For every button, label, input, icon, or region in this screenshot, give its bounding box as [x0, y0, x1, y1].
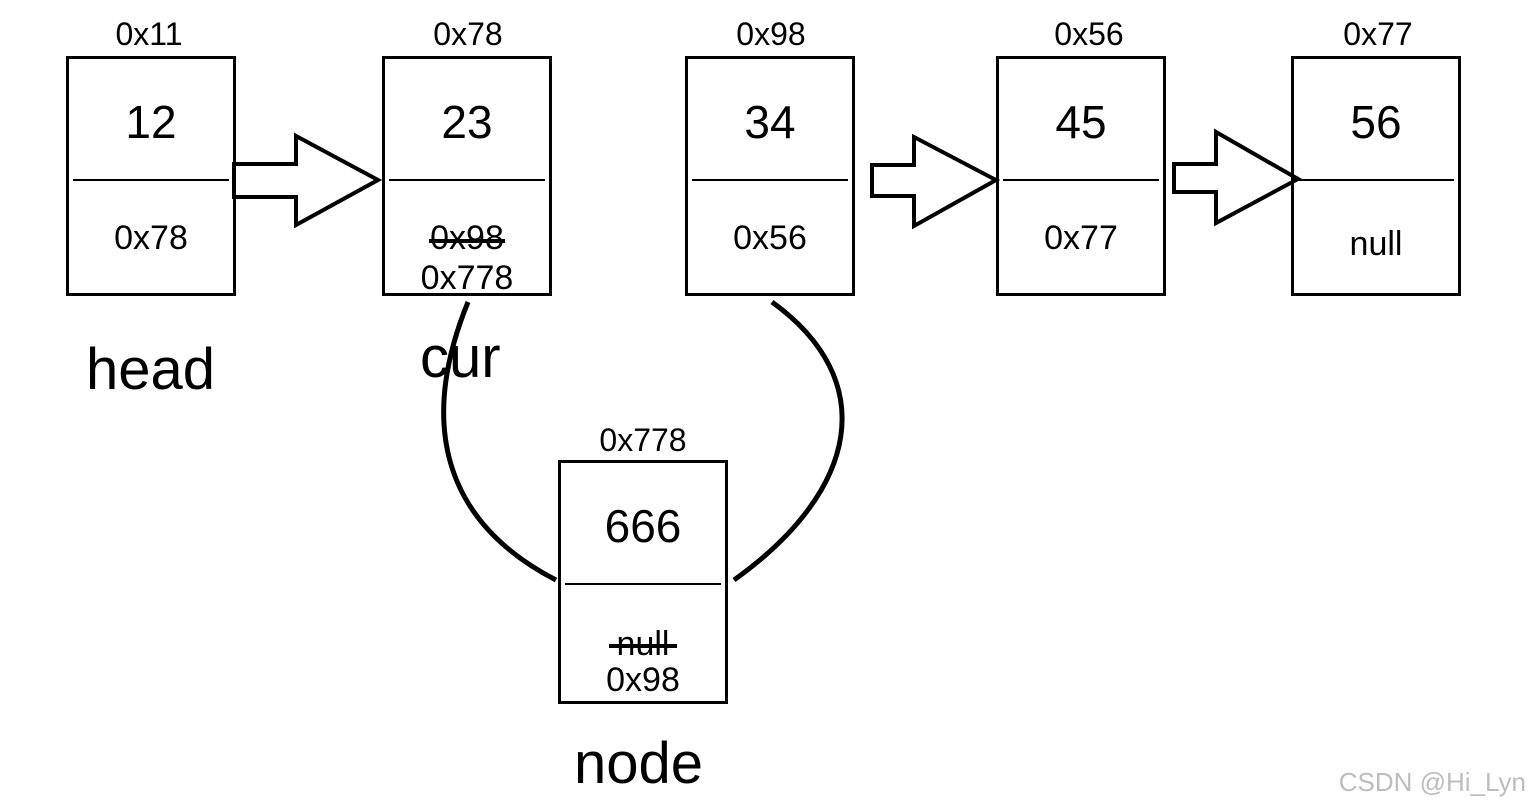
node-next-pointer: null	[1349, 225, 1403, 263]
node-address: 0x778	[599, 422, 687, 458]
head-label: head	[86, 337, 216, 402]
link-new-node-to-34	[732, 299, 845, 583]
node-value: 12	[125, 96, 177, 148]
arrow-45-to-56	[1172, 128, 1303, 227]
list-node: 56 null	[1291, 56, 1461, 296]
arrow-head-to-cur	[232, 132, 383, 229]
list-node: 45 0x77	[996, 56, 1166, 296]
node-next-pointer: 0x77	[1044, 219, 1118, 257]
node-address: 0x56	[1054, 16, 1124, 52]
node-divider	[565, 583, 721, 585]
arrow-34-to-45	[870, 133, 1001, 230]
list-node: 23 0x98 0x778	[382, 56, 552, 297]
link-cur-to-new-node	[441, 301, 558, 583]
node-value: 45	[1055, 96, 1107, 148]
node-divider	[1298, 179, 1454, 181]
node-divider	[73, 179, 229, 181]
strikethrough-line	[609, 644, 677, 648]
node-old-next-pointer: null	[561, 625, 725, 664]
node-divider	[692, 179, 848, 181]
node-address: 0x78	[433, 16, 503, 52]
node-divider	[389, 179, 545, 181]
node-old-next-pointer: 0x98	[385, 219, 549, 258]
list-node: 34 0x56	[685, 56, 855, 296]
node-next-pointer: 0x56	[733, 219, 807, 257]
node-next-pointer: 0x778	[420, 259, 514, 297]
node-value: 23	[441, 96, 493, 148]
node-value: 34	[744, 96, 796, 148]
list-node: 12 0x78	[66, 56, 236, 296]
node-value: 56	[1350, 96, 1402, 148]
cur-label: cur	[420, 325, 501, 390]
node-value: 666	[604, 500, 682, 552]
new-list-node: 666 null 0x98	[558, 460, 728, 704]
node-next-pointer: 0x78	[114, 219, 188, 257]
node-divider	[1003, 179, 1159, 181]
strikethrough-line	[429, 239, 505, 243]
node-address: 0x77	[1343, 16, 1413, 52]
watermark: CSDN @Hi_Lyn	[1338, 767, 1526, 797]
node-address: 0x98	[736, 16, 806, 52]
old-pointer-text: 0x98	[430, 219, 504, 257]
node-address: 0x11	[115, 16, 183, 52]
node-next-pointer: 0x98	[606, 661, 680, 699]
node-label: node	[574, 731, 704, 796]
